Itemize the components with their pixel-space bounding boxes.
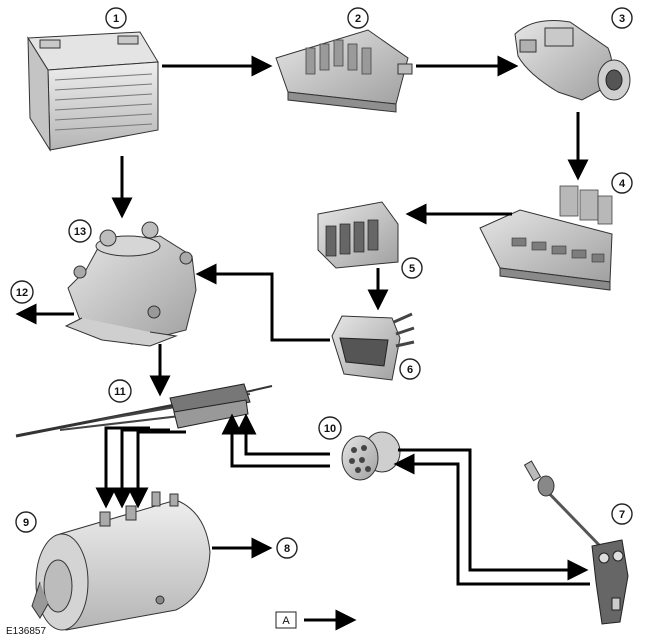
svg-text:5: 5 [409,263,415,275]
callout-13: 13 [68,219,92,243]
svg-text:3: 3 [619,13,625,25]
callout-9: 9 [15,511,37,533]
svg-text:12: 12 [16,287,28,299]
callout-1: 1 [105,7,127,29]
callout-7: 7 [611,503,633,525]
battery [27,31,159,152]
callout-2: 2 [347,7,369,29]
callout-6: 6 [399,358,421,380]
svg-text:1: 1 [113,13,119,25]
callouts: 1 2 3 4 5 6 7 8 9 10 11 12 13 [10,7,633,559]
callout-4: 4 [611,172,633,194]
wiring-harness [15,383,273,438]
callout-12: 12 [10,280,34,304]
rocker-switch [331,312,415,381]
svg-text:9: 9 [23,517,29,529]
arrow-10-to-11-a [235,413,330,456]
arrow-11-to-9-b [111,428,170,509]
remote-pendant [523,460,629,625]
connector-block [317,201,399,269]
callout-11: 11 [108,379,132,403]
svg-text:8: 8 [284,543,290,555]
arrow-11-to-9-a [95,426,150,509]
ignition-switch [514,20,631,101]
svg-text:4: 4 [619,178,626,190]
callout-10: 10 [318,416,342,440]
legend-key: A [275,609,357,631]
arrow-7-to-10 [393,453,590,586]
callout-3: 3 [611,7,633,29]
arrow-10-to-11-b [221,413,330,468]
flow-arrows [15,55,590,586]
svg-text:10: 10 [324,423,336,435]
junction-box [479,185,613,291]
figure-reference: E136857 [6,626,47,637]
solenoid [64,221,197,347]
round-connector [341,431,401,481]
legend-key-box [275,611,297,629]
svg-text:7: 7 [619,509,625,521]
relay-module [275,29,413,113]
svg-text:2: 2 [355,13,361,25]
callout-8: 8 [276,537,298,559]
svg-text:11: 11 [114,386,126,398]
arrow-6-to-13 [195,263,330,342]
legend-key-label: A [282,615,290,627]
svg-text:13: 13 [74,226,86,238]
arrow-10-to-7 [398,448,589,581]
winch-motor [31,491,211,631]
callout-5: 5 [401,257,423,279]
svg-text:6: 6 [407,364,413,376]
arrow-11-to-9-c [127,430,186,509]
